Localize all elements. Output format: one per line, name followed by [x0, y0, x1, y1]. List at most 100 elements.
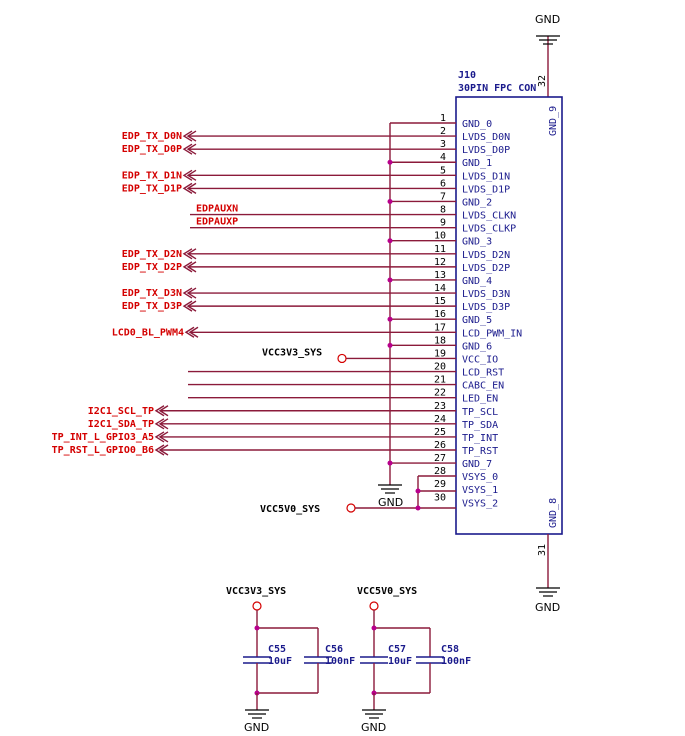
vcc3v3-port [252, 601, 262, 611]
gnd-top-symbol [536, 35, 560, 97]
cap-left-gnd: GND [244, 721, 269, 734]
pin-number: 4 [440, 152, 446, 163]
pin-name: TP_INT [462, 433, 498, 444]
c55-ref: C55 [268, 644, 286, 655]
cap-right-gnd: GND [361, 721, 386, 734]
pin-name: LVDS_CLKP [462, 224, 516, 235]
net-label-3: EDP_TX_D0P [122, 144, 182, 155]
net-label-26: TP_RST_L_GPIO0_B6 [52, 445, 154, 456]
pin-number: 8 [440, 205, 446, 216]
cap-left-group: VCC3V3_SYS GND C55 10uF C56 100nF [226, 586, 355, 734]
pin-number: 6 [440, 178, 446, 189]
cap-right-rail-label: VCC5V0_SYS [357, 586, 417, 597]
pin-name: LVDS_D0P [462, 145, 510, 156]
pin-name: GND_7 [462, 459, 492, 470]
gnd-bottom-symbol [536, 587, 560, 597]
c56-val: 100nF [325, 656, 355, 667]
c55-val: 10uF [268, 656, 292, 667]
connector-bottom-pin-label: GND_8 [548, 498, 559, 528]
pin-number: 5 [440, 165, 446, 176]
pin-number: 10 [434, 231, 446, 242]
vcc5v0-cap-port [369, 601, 379, 611]
gnd-bus-symbol [378, 484, 402, 494]
net-label-19: VCC3V3_SYS [262, 347, 322, 358]
pin-name: VCC_IO [462, 354, 498, 365]
pin-name: VSYS_2 [462, 498, 498, 509]
net-label-2: EDP_TX_D0N [122, 131, 182, 142]
cap-right-group: VCC5V0_SYS GND C57 10uF C58 100nF [357, 586, 471, 734]
pin-number: 23 [434, 401, 446, 412]
c58-val: 100nF [441, 656, 471, 667]
pin-number: 26 [434, 440, 446, 451]
pin-name: LCD_PWM_IN [462, 328, 522, 339]
connector-ref: J10 [458, 70, 476, 81]
net-label-11: EDP_TX_D2N [122, 249, 182, 260]
pin-number: 12 [434, 257, 446, 268]
pin-name: GND_6 [462, 341, 492, 352]
c57-val: 10uF [388, 656, 412, 667]
gnd-bottom-label: GND [535, 601, 560, 614]
net-vsys: VCC5V0_SYS [260, 504, 320, 515]
pin-name: GND_5 [462, 315, 492, 326]
pin-name: LVDS_D2N [462, 250, 510, 261]
pin-name: LVDS_D0N [462, 132, 510, 143]
gnd-top-label: GND [535, 13, 560, 26]
pin-number: 13 [434, 270, 446, 281]
pin-number: 14 [434, 283, 446, 294]
net-label-24: I2C1_SDA_TP [88, 419, 154, 430]
c57-ref: C57 [388, 644, 406, 655]
pin-number: 18 [434, 335, 446, 346]
connector-body [455, 96, 563, 535]
gnd-bus-label: GND [378, 496, 403, 509]
connector-value: 30PIN FPC CON [458, 83, 536, 94]
pin-number: 20 [434, 362, 446, 373]
c58-ref: C58 [441, 644, 459, 655]
pin-number: 21 [434, 375, 446, 386]
pin-number: 19 [434, 348, 446, 359]
pin-number: 25 [434, 427, 446, 438]
pin-name: GND_1 [462, 158, 492, 169]
net-label-17: LCD0_BL_PWM4 [112, 327, 184, 338]
pin-number: 30 [434, 492, 446, 503]
pin-number: 16 [434, 309, 446, 320]
pin-number: 22 [434, 388, 446, 399]
pin-name: LED_EN [462, 394, 498, 405]
pin-name: TP_SCL [462, 407, 498, 418]
pin-number: 7 [440, 191, 446, 202]
connector-top-pin: 32 [537, 75, 548, 87]
pin-name: TP_RST [462, 446, 498, 457]
pin-name: LVDS_D1N [462, 171, 510, 182]
net-label-23: I2C1_SCL_TP [88, 406, 154, 417]
pin-name: LCD_RST [462, 368, 504, 379]
net-label-14: EDP_TX_D3N [122, 288, 182, 299]
pin-name: GND_3 [462, 237, 492, 248]
pin-name: GND_4 [462, 276, 492, 287]
pin-number: 17 [434, 322, 446, 333]
cap-left-rail-label: VCC3V3_SYS [226, 586, 286, 597]
net-label-5: EDP_TX_D1N [122, 170, 182, 181]
pin-number: 11 [434, 244, 446, 255]
net-label-15: EDP_TX_D3P [122, 301, 182, 312]
vcc3v3-pin-port [337, 353, 347, 364]
net-label-25: TP_INT_L_GPIO3_A5 [52, 432, 154, 443]
